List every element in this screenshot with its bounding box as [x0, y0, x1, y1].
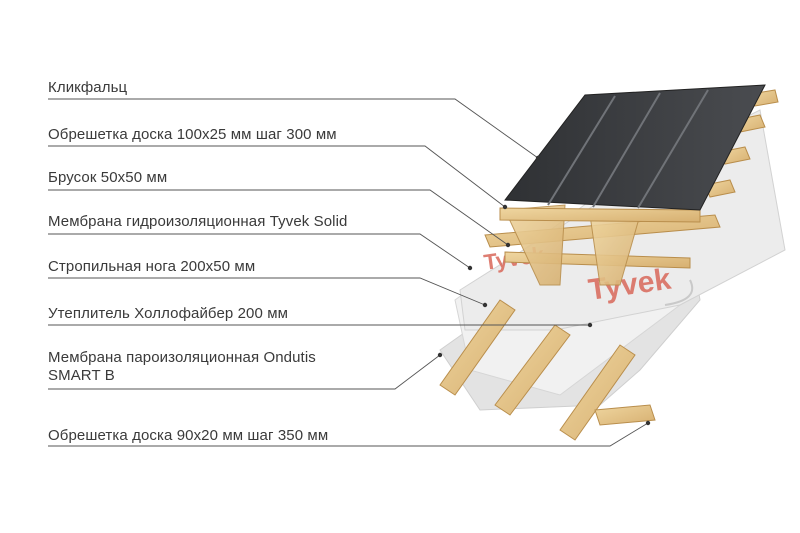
label-bottom-batten: Обрешетка доска 90х20 мм шаг 350 мм: [48, 427, 329, 444]
leader-dot-5: [482, 302, 488, 308]
leader-line-7: [48, 354, 441, 390]
leader-lines: [48, 98, 651, 447]
leader-line-2: [48, 145, 506, 208]
leader-line-8: [48, 422, 649, 447]
label-klikfalts: Кликфальц: [48, 79, 128, 96]
bottom-batten-board: [594, 404, 656, 426]
top-batten-board: [499, 89, 779, 223]
label-rafter: Стропильная нога 200х50 мм: [48, 258, 256, 275]
leader-dot-7: [437, 352, 443, 358]
counter-batten: [484, 204, 721, 286]
label-vapor-barrier: Мембрана пароизоляционная Ondutis SMART …: [48, 349, 316, 384]
leader-dot-1: [535, 155, 541, 161]
leader-dot-2: [502, 204, 508, 210]
leader-line-1: [48, 98, 539, 159]
label-counter-batten: Брусок 50х50 мм: [48, 169, 168, 186]
rafter: [439, 299, 636, 441]
leader-dot-6: [587, 322, 593, 328]
label-top-batten: Обрешетка доска 100х25 мм шаг 300 мм: [48, 126, 337, 143]
leader-line-5: [48, 277, 486, 306]
leader-line-3: [48, 189, 509, 246]
leader-dot-8: [645, 420, 651, 426]
leader-dot-4: [467, 265, 473, 271]
leader-line-4: [48, 233, 471, 269]
leader-dot-3: [505, 242, 511, 248]
label-waterproof-membrane: Мембрана гидроизоляционная Tyvek Solid: [48, 213, 348, 230]
label-insulation: Утеплитель Холлофайбер 200 мм: [48, 305, 289, 322]
standing-seam-roof: [504, 84, 766, 211]
